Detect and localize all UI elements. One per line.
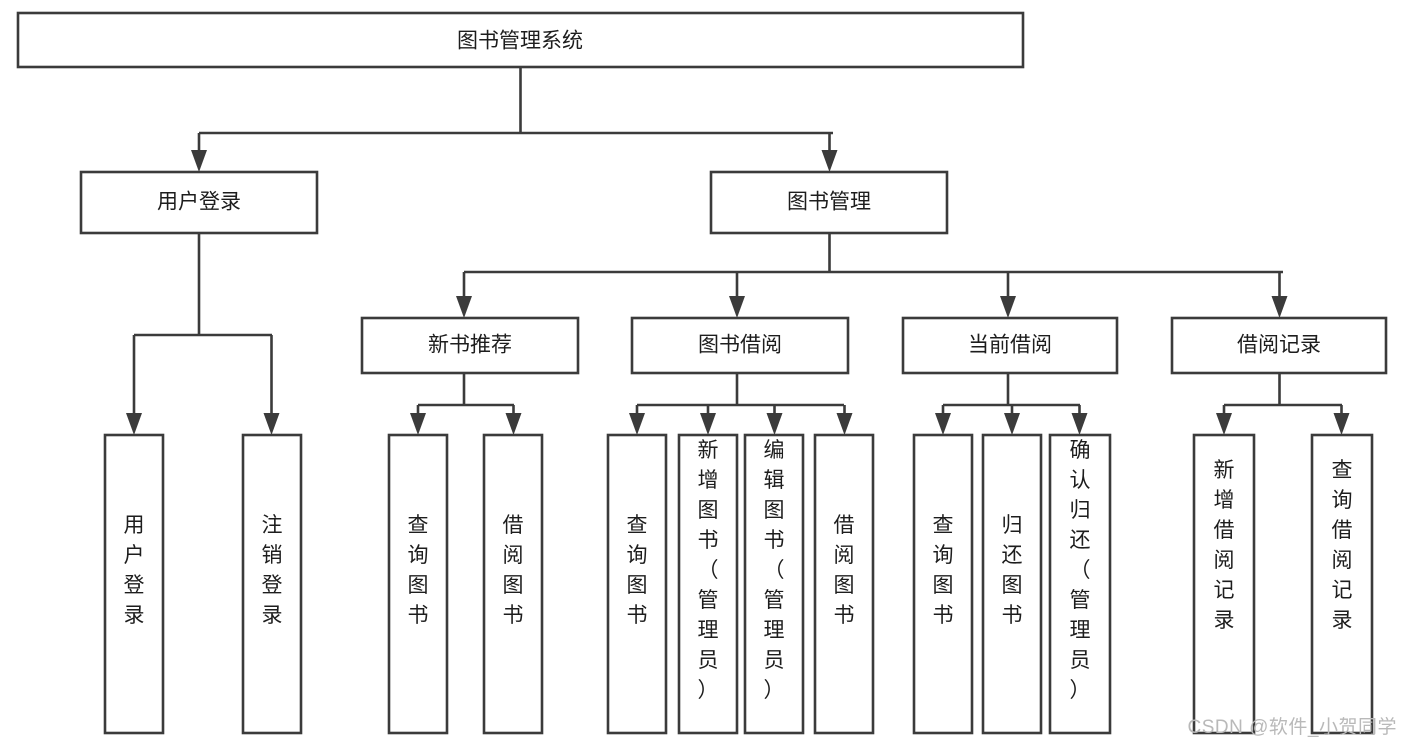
arrow-head-current-borrow xyxy=(1000,296,1016,318)
arrow-head-leaf-logout xyxy=(263,413,280,435)
node-leaf-edit-book-label: 编辑图书（管理员） xyxy=(764,439,785,702)
node-leaf-return-book-rect[interactable] xyxy=(981,433,1043,735)
node-root-rect[interactable] xyxy=(16,11,1025,69)
node-leaf-edit-book[interactable]: 编辑图书（管理员） xyxy=(743,433,805,735)
node-leaf-query-book-3-label: 查询图书 xyxy=(933,514,954,627)
arrow-head-leaf-query-record xyxy=(1333,413,1350,435)
connector-group-bookmgmt-to-level3 xyxy=(456,233,1288,318)
connector-group-borrowrecord-to-leaves xyxy=(1216,373,1350,435)
node-current-borrow-label: 当前借阅 xyxy=(968,334,1052,357)
arrow-head-leaf-return-book xyxy=(1004,413,1020,435)
node-leaf-query-record-label: 查询借阅记录 xyxy=(1332,459,1353,632)
arrow-head-book-borrow xyxy=(729,296,745,318)
node-leaf-borrow-book-1[interactable]: 借阅图书 xyxy=(482,433,544,735)
arrow-head-leaf-user-login xyxy=(126,413,142,435)
node-current-borrow-rect[interactable] xyxy=(901,316,1119,375)
connector-group-root-to-level2 xyxy=(191,67,838,172)
node-leaf-add-book-label: 新增图书（管理员） xyxy=(698,439,719,702)
arrow-head-user-login xyxy=(191,150,207,172)
arrow-head-leaf-confirm-return xyxy=(1071,413,1088,435)
node-current-borrow[interactable]: 当前借阅 xyxy=(901,316,1119,375)
node-leaf-query-book-2[interactable]: 查询图书 xyxy=(606,433,668,735)
node-book-borrow-rect[interactable] xyxy=(630,316,850,375)
arrow-head-leaf-borrow-book-1 xyxy=(505,413,522,435)
node-leaf-borrow-book-2-rect[interactable] xyxy=(813,433,875,735)
node-book-borrow[interactable]: 图书借阅 xyxy=(630,316,850,375)
node-leaf-return-book-label: 归还图书 xyxy=(1002,514,1023,627)
connector-group-userlogin-to-leaves xyxy=(126,233,280,435)
node-leaf-add-record-rect[interactable] xyxy=(1192,433,1256,735)
node-leaf-query-book-1[interactable]: 查询图书 xyxy=(387,433,449,735)
node-leaf-add-record[interactable]: 新增借阅记录 xyxy=(1192,433,1256,735)
node-leaf-user-login-rect[interactable] xyxy=(103,433,165,735)
node-root-label: 图书管理系统 xyxy=(457,30,583,53)
arrow-head-leaf-query-book-2 xyxy=(629,413,645,435)
node-leaf-query-book-2-rect[interactable] xyxy=(606,433,668,735)
arrow-head-leaf-query-book-1 xyxy=(410,413,426,435)
node-leaf-confirm-return[interactable]: 确认归还（管理员） xyxy=(1048,433,1112,735)
node-leaf-query-book-2-label: 查询图书 xyxy=(627,514,648,627)
connector-group-newbook-to-leaves xyxy=(410,373,522,435)
connector-group-bookborrow-to-leaves xyxy=(629,373,853,435)
arrow-head-leaf-add-record xyxy=(1216,413,1232,435)
node-user-login-rect[interactable] xyxy=(79,170,319,235)
node-leaf-query-book-3-rect[interactable] xyxy=(912,433,974,735)
arrow-head-new-book-recommend xyxy=(456,296,472,318)
node-leaf-confirm-return-label: 确认归还（管理员） xyxy=(1070,439,1091,702)
node-new-book-recommend-label: 新书推荐 xyxy=(428,334,512,357)
node-leaf-user-login-label: 用户登录 xyxy=(124,514,145,627)
arrow-head-leaf-edit-book xyxy=(766,413,783,435)
node-book-management-rect[interactable] xyxy=(709,170,949,235)
node-leaf-add-book[interactable]: 新增图书（管理员） xyxy=(677,433,739,735)
node-leaf-borrow-book-1-rect[interactable] xyxy=(482,433,544,735)
node-leaf-borrow-book-1-label: 借阅图书 xyxy=(503,514,524,627)
node-leaf-logout-rect[interactable] xyxy=(241,433,303,735)
node-user-login-label: 用户登录 xyxy=(157,191,241,214)
arrow-head-book-management xyxy=(821,150,838,172)
node-borrow-record-rect[interactable] xyxy=(1170,316,1388,375)
node-leaf-logout[interactable]: 注销登录 xyxy=(241,433,303,735)
node-leaf-query-book-3[interactable]: 查询图书 xyxy=(912,433,974,735)
node-leaf-borrow-book-2[interactable]: 借阅图书 xyxy=(813,433,875,735)
node-leaf-query-record[interactable]: 查询借阅记录 xyxy=(1310,433,1374,735)
node-leaf-borrow-book-2-label: 借阅图书 xyxy=(834,514,855,627)
node-leaf-logout-label: 注销登录 xyxy=(262,514,283,627)
node-leaf-confirm-return-rect[interactable] xyxy=(1048,433,1112,735)
node-leaf-query-book-1-rect[interactable] xyxy=(387,433,449,735)
node-book-borrow-label: 图书借阅 xyxy=(698,334,782,357)
connector-group-currentborrow-to-leaves xyxy=(935,373,1088,435)
node-new-book-recommend-rect[interactable] xyxy=(360,316,580,375)
node-user-login[interactable]: 用户登录 xyxy=(79,170,319,235)
arrow-head-borrow-record xyxy=(1271,296,1288,318)
node-leaf-add-record-label: 新增借阅记录 xyxy=(1214,459,1235,632)
node-borrow-record[interactable]: 借阅记录 xyxy=(1170,316,1388,375)
node-leaf-edit-book-rect[interactable] xyxy=(743,433,805,735)
arrow-head-leaf-query-book-3 xyxy=(935,413,951,435)
node-new-book-recommend[interactable]: 新书推荐 xyxy=(360,316,580,375)
node-book-management-label: 图书管理 xyxy=(787,191,871,214)
node-root[interactable]: 图书管理系统 xyxy=(16,11,1025,69)
node-leaf-query-record-rect[interactable] xyxy=(1310,433,1374,735)
node-book-management[interactable]: 图书管理 xyxy=(709,170,949,235)
arrow-head-leaf-add-book xyxy=(700,413,716,435)
node-leaf-user-login[interactable]: 用户登录 xyxy=(103,433,165,735)
arrow-head-leaf-borrow-book-2 xyxy=(836,413,853,435)
node-leaf-query-book-1-label: 查询图书 xyxy=(408,514,429,627)
node-leaf-add-book-rect[interactable] xyxy=(677,433,739,735)
node-borrow-record-label: 借阅记录 xyxy=(1237,334,1321,357)
node-leaf-return-book[interactable]: 归还图书 xyxy=(981,433,1043,735)
